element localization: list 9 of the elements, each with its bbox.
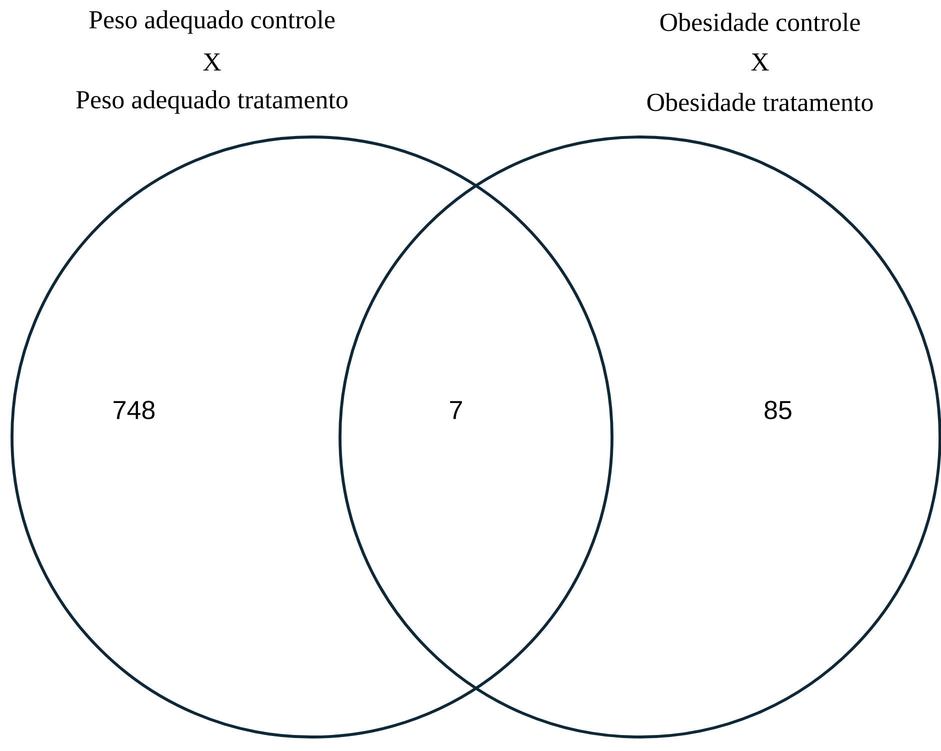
set-heading: Peso adequado tratamento [76, 90, 348, 114]
count-label: 85 [764, 400, 792, 420]
set-heading: Obesidade tratamento [647, 92, 873, 112]
count-label: 748 [114, 400, 155, 420]
set-heading: X [751, 54, 769, 71]
set-heading: Peso adequado controle [89, 10, 335, 34]
set-heading: Obesidade controle [660, 12, 860, 32]
count-label: 7 [450, 401, 462, 419]
set-heading: X [203, 54, 221, 71]
